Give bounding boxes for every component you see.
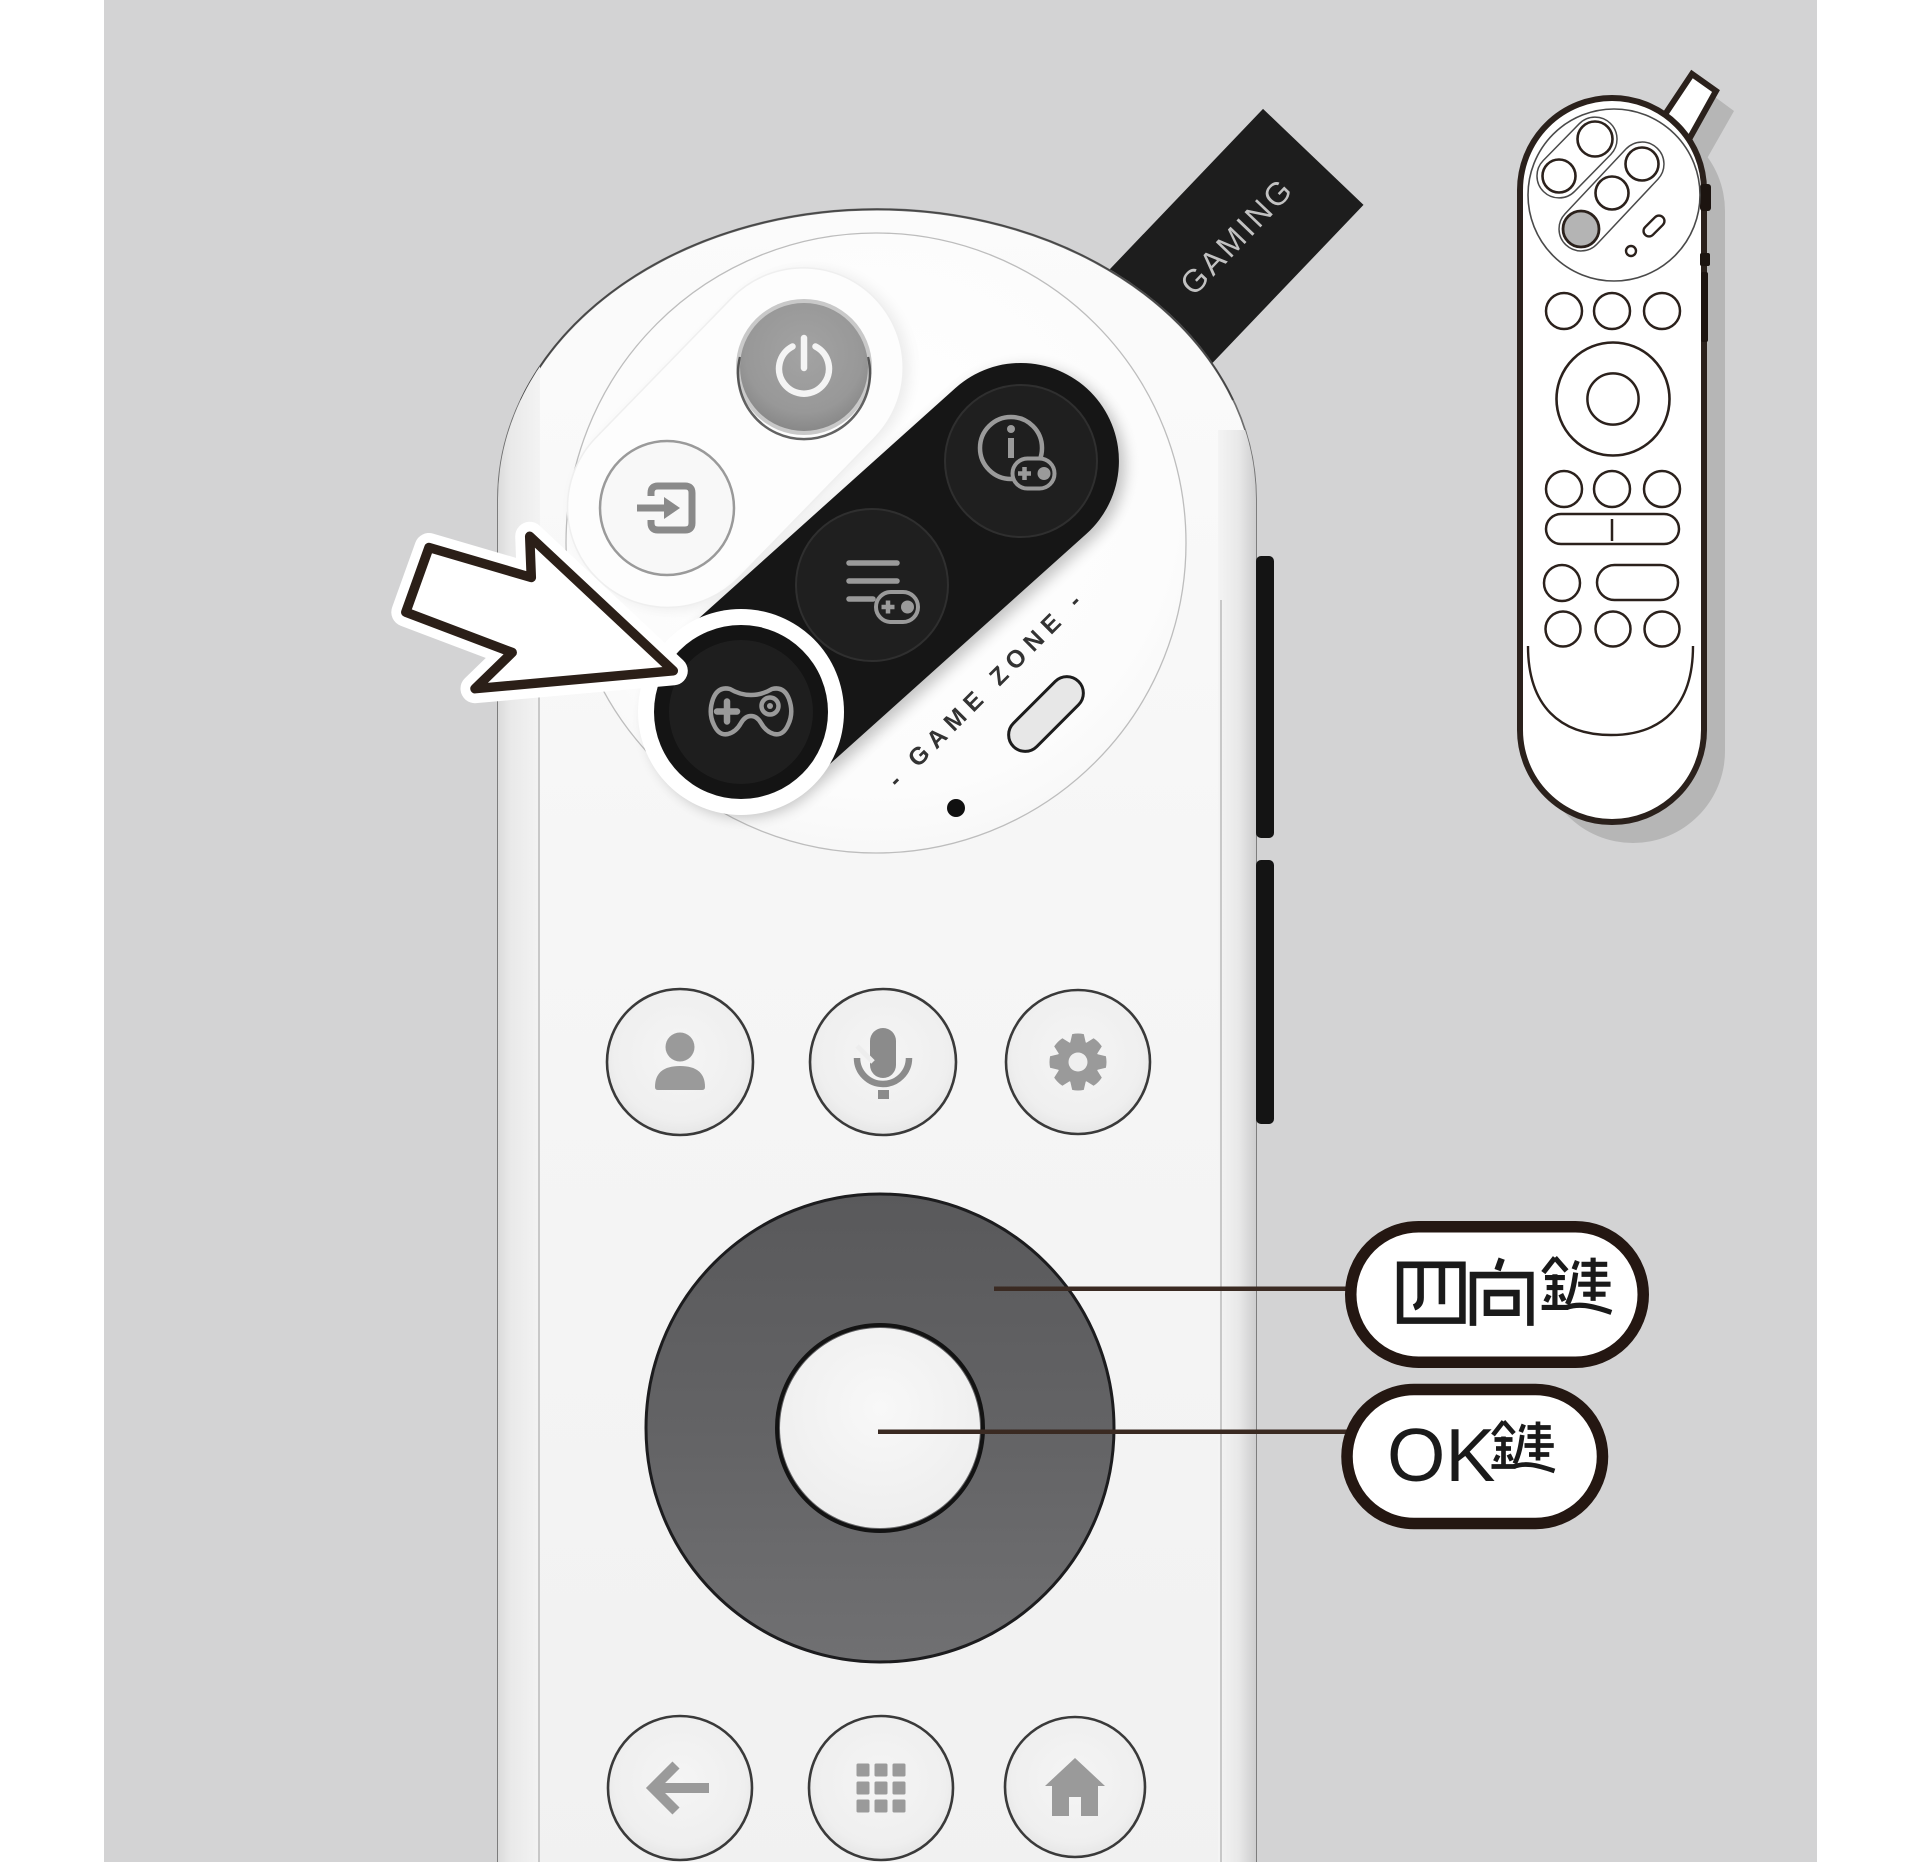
svg-text:OK: OK — [1387, 1413, 1495, 1497]
